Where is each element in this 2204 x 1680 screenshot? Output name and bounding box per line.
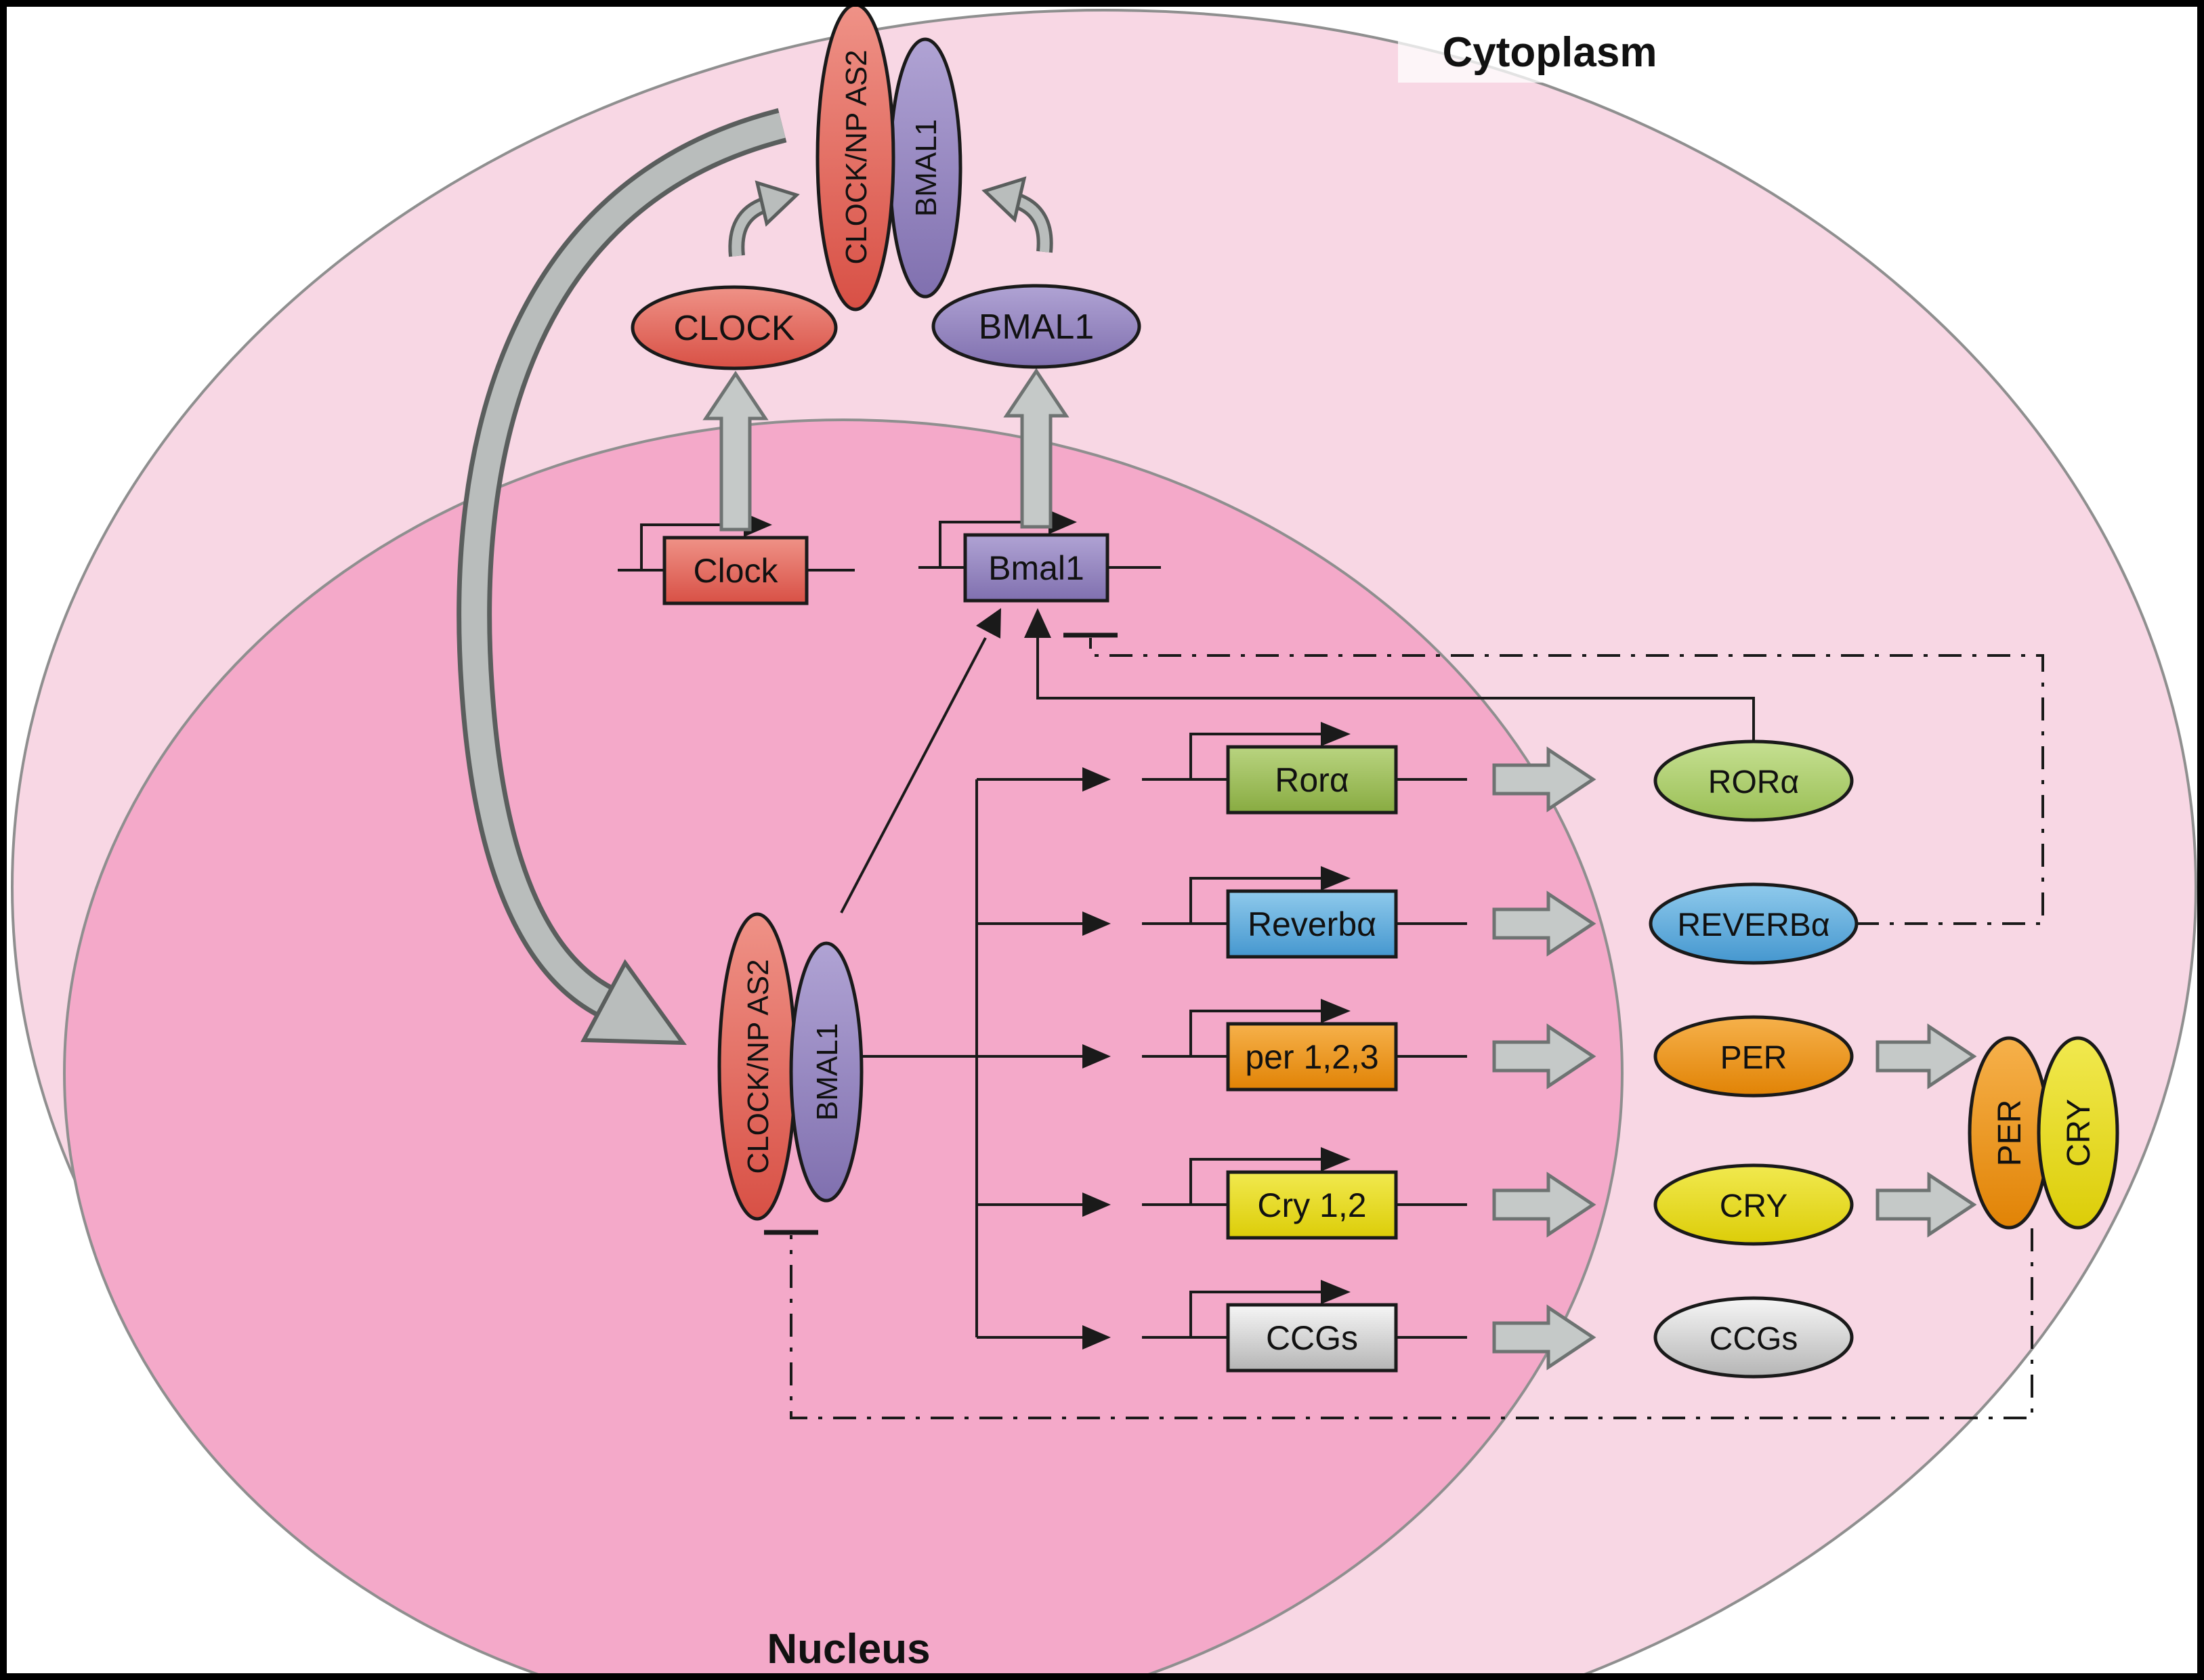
cytoplasm-complex-clock-label: CLOCK/NP AS2 xyxy=(840,49,873,264)
branch-per-arrowhead xyxy=(1082,1044,1111,1069)
complex-to-bmal1-arrow xyxy=(840,637,987,913)
percry-complex-cry-ellipse xyxy=(2037,1036,2119,1230)
nucleus-complex-clock-label: CLOCK/NP AS2 xyxy=(742,959,775,1173)
per-protein-label: PER xyxy=(1720,1040,1787,1076)
clock-promoter-arrow xyxy=(640,523,744,570)
cry-promoter-arrow xyxy=(1189,1158,1321,1205)
cry-protein-label: CRY xyxy=(1720,1188,1787,1224)
nucleus-complex-bmal1-ellipse xyxy=(789,941,864,1203)
per-translation-arrow xyxy=(1492,1023,1596,1090)
cry-dimerization-arrow xyxy=(1875,1171,1977,1238)
percry-inhibits-complex-line xyxy=(790,1228,2033,1419)
gene-boxes: Clock Bmal1 Rorα Reverbα per 1,2,3 Cry 1… xyxy=(662,533,1398,1373)
bmal1-export-arrow xyxy=(1003,368,1069,529)
per-gene-label: per 1,2,3 xyxy=(1245,1038,1378,1076)
clock-export-arrow xyxy=(702,370,769,532)
ccgs-gene-label: CCGs xyxy=(1266,1319,1358,1357)
branch-ccgs-arrowhead xyxy=(1082,1325,1111,1350)
bmal1-promoter-arrowhead xyxy=(1048,510,1077,534)
bmal1-gene-box xyxy=(963,533,1109,603)
bmal1-promoter-arrow xyxy=(939,521,1048,567)
reverba-promoter-arrowhead xyxy=(1321,866,1351,890)
reverba-gene-box xyxy=(1226,889,1398,959)
percry-complex-per-label: PER xyxy=(1992,1100,2028,1167)
cry-gene-label: Cry 1,2 xyxy=(1257,1186,1366,1224)
nucleus-complex-bmal1-label: BMAL1 xyxy=(811,1023,844,1121)
rora-gene-box xyxy=(1226,745,1398,815)
cry-translation-arrow xyxy=(1492,1171,1596,1238)
cry-gene-box xyxy=(1226,1170,1398,1240)
per-gene-box xyxy=(1226,1022,1398,1092)
bmal1-join-arrow xyxy=(1014,196,1050,253)
cytoplasm-label-backing xyxy=(1398,20,1703,83)
reverba-protein-ellipse xyxy=(1649,882,1859,965)
reverba-promoter-arrow xyxy=(1189,877,1321,924)
ccgs-translation-arrow xyxy=(1492,1304,1596,1371)
translocation-arrow-body xyxy=(461,112,786,1013)
cry-protein-ellipse xyxy=(1653,1163,1854,1246)
rora-gene-label: Rorα xyxy=(1275,761,1349,799)
ccgs-protein-ellipse xyxy=(1653,1296,1854,1379)
block-arrows xyxy=(702,176,1977,1371)
cytoplasm-label: Cytoplasm xyxy=(1443,29,1657,76)
reverba-translation-arrow xyxy=(1492,890,1596,957)
cry-promoter-arrowhead xyxy=(1321,1147,1351,1171)
ccgs-protein-label: CCGs xyxy=(1710,1321,1798,1357)
translocation-arrowhead xyxy=(580,959,687,1046)
connectors xyxy=(618,510,2044,1419)
rora-translation-arrow xyxy=(1492,746,1596,813)
bmal1-join-arrowhead xyxy=(981,176,1027,223)
rora-promoter-arrow xyxy=(1189,733,1321,779)
reverba-protein-label: REVERBα xyxy=(1677,907,1829,943)
cytoplasm-complex-bmal1-label: BMAL1 xyxy=(910,119,943,217)
rora-protein-label: RORα xyxy=(1708,764,1799,800)
per-dimerization-arrow xyxy=(1875,1023,1977,1090)
ccgs-promoter-arrow xyxy=(1189,1291,1321,1337)
clock-gene-label: Clock xyxy=(693,552,778,590)
ccgs-gene-box xyxy=(1226,1303,1398,1373)
per-cry-complex: PER CRY xyxy=(1968,1036,2119,1230)
nucleus-complex: CLOCK/NP AS2 BMAL1 xyxy=(717,912,864,1221)
nucleus-label: Nucleus xyxy=(767,1626,930,1673)
clock-gene-box xyxy=(662,536,809,605)
protein-ellipses: CLOCK BMAL1 RORα REVERBα PER CRY CCGs xyxy=(631,284,1859,1379)
percry-complex-cry-label: CRY xyxy=(2061,1099,2097,1167)
rora-promoter-arrowhead xyxy=(1321,722,1351,746)
bmal1-protein-ellipse xyxy=(931,284,1141,369)
reverba-gene-label: Reverbα xyxy=(1248,905,1376,943)
per-protein-ellipse xyxy=(1653,1015,1854,1098)
bmal1-gene-label: Bmal1 xyxy=(988,549,1084,587)
clock-protein-ellipse xyxy=(631,285,838,370)
bmal1-protein-label: BMAL1 xyxy=(979,307,1095,347)
per-promoter-arrowhead xyxy=(1321,999,1351,1023)
branch-cry-arrowhead xyxy=(1082,1192,1111,1217)
clock-join-arrow xyxy=(732,200,767,257)
rora-activates-bmal1-arrowhead xyxy=(1024,608,1051,638)
complex-to-bmal1-arrowhead xyxy=(976,608,1001,639)
branch-reverba-arrowhead xyxy=(1082,911,1111,936)
clock-join-arrowhead xyxy=(755,180,800,227)
ccgs-promoter-arrowhead xyxy=(1321,1280,1351,1304)
clock-protein-label: CLOCK xyxy=(673,309,794,348)
rora-protein-ellipse xyxy=(1653,739,1854,822)
rora-activates-bmal1-line xyxy=(1036,637,1755,741)
per-promoter-arrow xyxy=(1189,1010,1321,1056)
branch-rora-arrowhead xyxy=(1082,767,1111,792)
reverba-inhibits-bmal1-line xyxy=(1089,638,2044,925)
translocation-arrow xyxy=(457,108,787,1046)
